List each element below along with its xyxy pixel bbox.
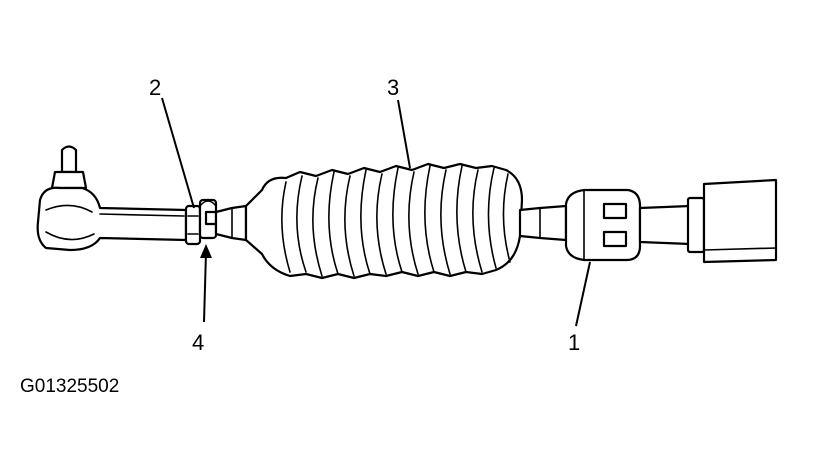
leader-line-1 xyxy=(575,261,591,327)
leader-lines xyxy=(161,97,591,327)
steering-rack-housing xyxy=(638,178,778,264)
boot-small-end xyxy=(214,204,248,242)
outer-tie-rod-end xyxy=(36,145,188,252)
callout-3: 3 xyxy=(387,75,399,100)
lock-clamp xyxy=(198,198,218,240)
arrowhead-4 xyxy=(200,244,212,258)
figure-id: G01325502 xyxy=(20,376,119,397)
callout-1: 1 xyxy=(568,330,580,355)
inner-tie-rod xyxy=(518,204,568,242)
inner-tie-rod-socket xyxy=(564,188,642,262)
jam-nut xyxy=(184,204,202,246)
callout-2: 2 xyxy=(149,75,161,100)
bellows-boot xyxy=(244,162,524,280)
callout-4: 4 xyxy=(192,330,204,355)
leader-line-3 xyxy=(397,99,411,169)
leader-line-4 xyxy=(203,251,207,323)
leader-line-2 xyxy=(161,97,195,209)
